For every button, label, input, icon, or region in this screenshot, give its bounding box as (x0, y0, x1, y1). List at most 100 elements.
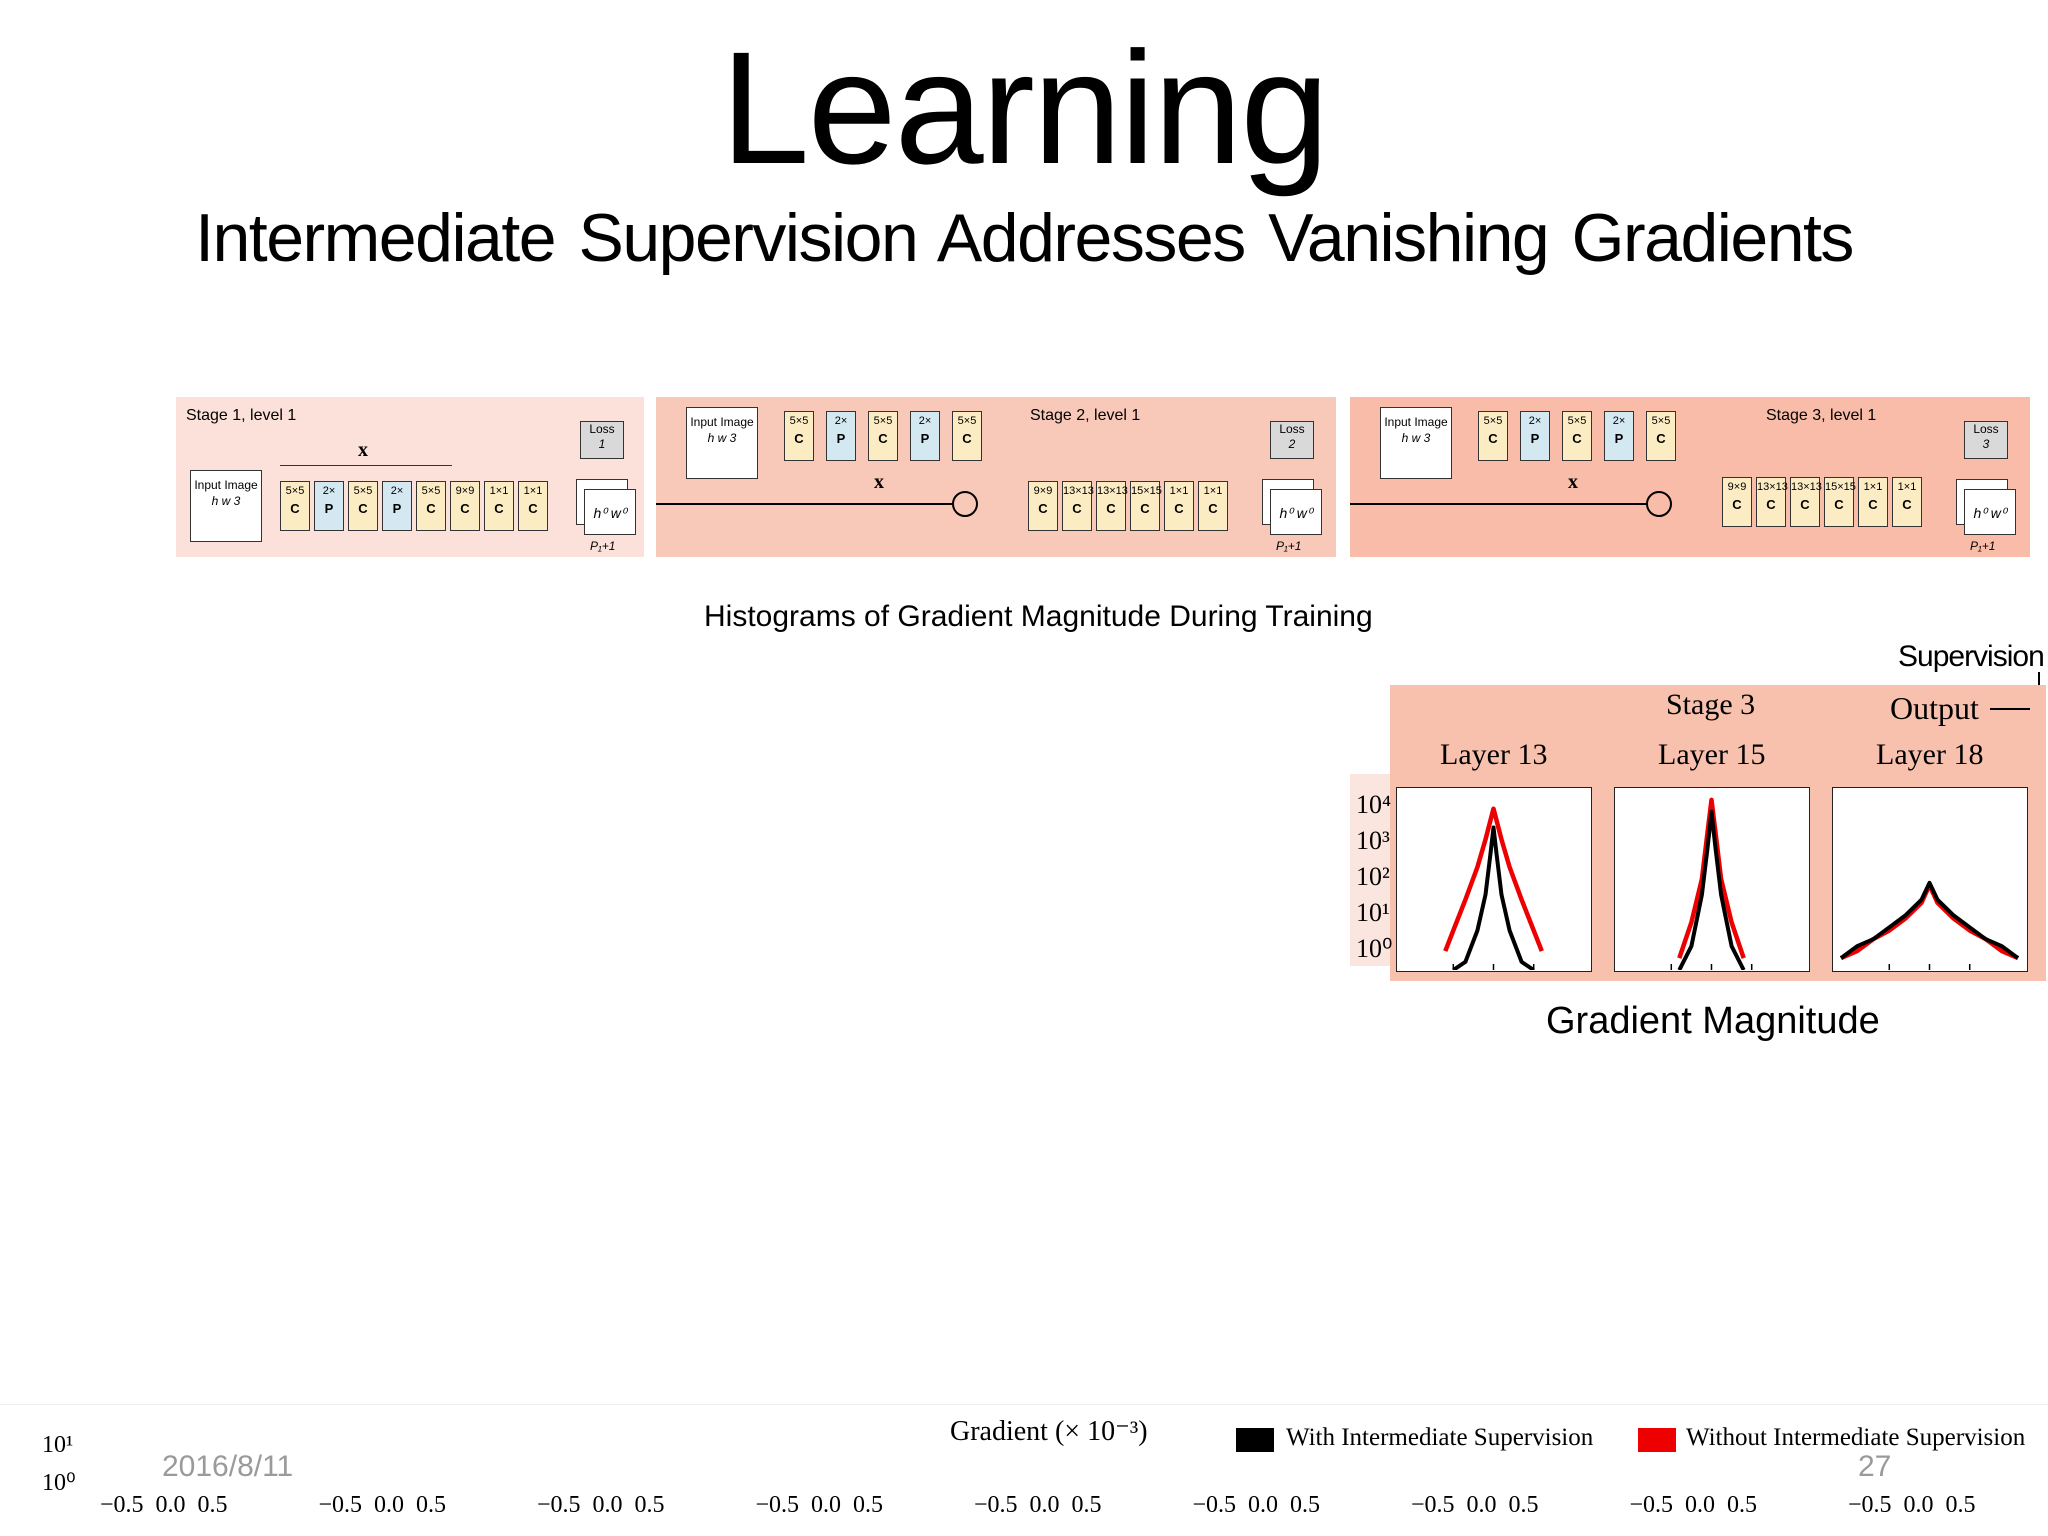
y-tick-label: 10² (1356, 862, 1390, 891)
series-line-with-supervision (1839, 880, 2020, 960)
x-tick-group: −0.5 0.0 0.5 (755, 1492, 884, 1518)
divider (0, 1404, 2048, 1405)
layer-size: 9×9 (1727, 481, 1747, 493)
layer-size: 9×9 (1033, 485, 1053, 497)
histogram-caption: Histograms of Gradient Magnitude During … (704, 600, 1373, 633)
stage1-input-dims: h w 3 (211, 494, 241, 508)
layer-type: P (920, 431, 930, 446)
layer-size: 5×5 (1483, 415, 1503, 427)
layer-size: 5×5 (1651, 415, 1671, 427)
layer15-label: Layer 15 (1658, 738, 1766, 771)
layer-type: C (1072, 501, 1082, 516)
layer-box: 2× P (314, 481, 344, 531)
series-line-with-supervision (1677, 809, 1746, 971)
layer-size: 5×5 (1567, 415, 1587, 427)
layer13-label: Layer 13 (1440, 738, 1548, 771)
histogram-svg-layer18 (1839, 880, 2020, 970)
series-line-with-supervision (1452, 825, 1535, 972)
x-tick-group: −0.5 0.0 0.5 (1848, 1492, 1976, 1518)
layer-type: P (324, 501, 334, 516)
stage3-label: Stage 3, level 1 (1766, 407, 1877, 424)
layer-type: C (528, 501, 538, 516)
stage2-loss-box: Loss 2 (1270, 421, 1314, 459)
layer-type: C (878, 431, 888, 446)
layer-type: C (1834, 497, 1844, 512)
x-axis-title: Gradient Magnitude (1546, 1000, 1880, 1042)
legend-swatch-with (1236, 1428, 1274, 1452)
layer-type: C (290, 501, 300, 516)
histogram-plot-layer15 (1614, 787, 1810, 972)
bottom-y-tick: 10¹ (42, 1432, 74, 1458)
layer-type: P (1530, 431, 1540, 446)
layer-box: 2×P (382, 481, 412, 531)
layer-box: 2×P (1520, 411, 1550, 461)
stage1-label: Stage 1, level 1 (186, 407, 297, 424)
layer-size: 15×15 (1825, 481, 1856, 493)
histogram-plot-layer13 (1396, 787, 1592, 972)
stage3-input-image: Input Image h w 3 (1380, 407, 1452, 479)
layer-size: 13×13 (1097, 485, 1128, 497)
histogram-plot-layer18 (1832, 787, 2028, 972)
layer-size: 5×5 (789, 415, 809, 427)
layer-size: 1×1 (489, 485, 509, 497)
stage3-title: Stage 3 (1666, 688, 1756, 721)
series-line-without-supervision (1840, 882, 2019, 961)
stage1-panel: Stage 1, level 1 Input Image h w 3 x 5×5… (176, 397, 644, 557)
stage2-p-label: P₁+1 (1276, 539, 1302, 553)
stage1-bracket (280, 465, 452, 466)
layer-size: 1×1 (523, 485, 543, 497)
stage2-input-label: Input Image (690, 415, 754, 429)
stage1-loss-label: Loss (589, 422, 615, 436)
stage2-sum-node (952, 491, 978, 517)
output-label: Output (1890, 690, 1979, 726)
layer-size: 5×5 (873, 415, 893, 427)
stage2-input-arrow (656, 503, 952, 505)
layer-type: P (836, 431, 846, 446)
stage3-input-label: Input Image (1384, 415, 1448, 429)
y-tick-label: 10⁰ (1356, 934, 1393, 963)
stage2-output-map: h⁰ w⁰ (1270, 489, 1322, 535)
layer18-label: Layer 18 (1876, 738, 1984, 771)
layer-size: 13×13 (1791, 481, 1822, 493)
y-axis-band (1350, 774, 1390, 966)
layer-size: 1×1 (1897, 481, 1917, 493)
layer-type: C (1174, 501, 1184, 516)
stage3-sum-node (1646, 491, 1672, 517)
layer-size: 1×1 (1169, 485, 1189, 497)
x-tick-group: −0.5 0.0 0.5 (1192, 1492, 1321, 1518)
layer-type: C (1208, 501, 1218, 516)
layer-type: C (494, 501, 504, 516)
stage2-label: Stage 2, level 1 (1030, 407, 1141, 424)
stage2-loss-index: 2 (1288, 437, 1296, 451)
layer-size: 5×5 (421, 485, 441, 497)
layer-type: C (962, 431, 972, 446)
layer-size: 15×15 (1131, 485, 1162, 497)
stage3-loss-label: Loss (1973, 422, 1999, 436)
layer-type: C (1572, 431, 1582, 446)
slide-page-number: 27 (1858, 1450, 1892, 1483)
series-line-without-supervision (1677, 797, 1746, 959)
stage1-p-label: P₁+1 (590, 539, 616, 553)
layer-size: 2× (322, 485, 336, 497)
x-tick-group: −0.5 0.0 0.5 (1629, 1492, 1758, 1518)
bottom-y-tick: 10⁰ (42, 1470, 76, 1496)
stage1-loss-box: Loss 1 (580, 421, 624, 459)
x-tick-group: −0.5 0.0 0.5 (537, 1492, 665, 1518)
stage1-loss-index: 1 (598, 437, 606, 451)
layer-type: C (1106, 501, 1116, 516)
